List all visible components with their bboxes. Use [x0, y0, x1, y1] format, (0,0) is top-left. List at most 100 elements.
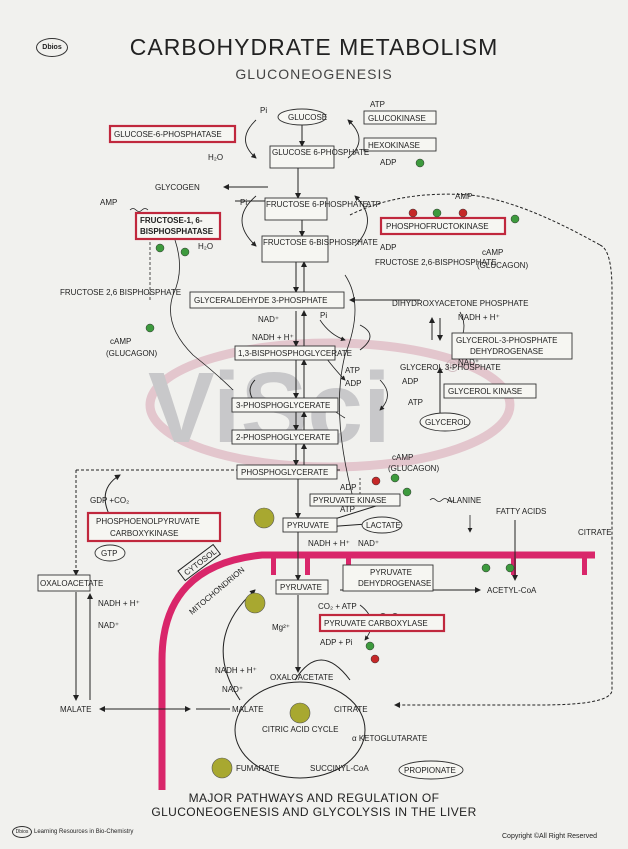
pyruvate-carboxylase-box	[318, 613, 446, 633]
h2o-mid: H₂O	[198, 242, 213, 251]
oxaloacetate-mito-label: OXALOACETATE	[270, 673, 333, 682]
phosphofructokinase-box	[379, 216, 507, 236]
g3pdh-label-2: DEHYDROGENASE	[470, 347, 543, 356]
pyruvate-kinase-label: PYRUVATE KINASE	[313, 496, 387, 505]
adp-pi: ADP + Pi	[320, 638, 353, 647]
nadh-mito: NADH + H⁺	[215, 666, 257, 675]
pepck-label-1: PHOSPHOENOLPYRUVATE	[96, 517, 200, 526]
camp-right: cAMP	[482, 248, 503, 257]
citrate-cyto-label: CITRATE	[578, 528, 612, 537]
glucokinase-node	[363, 110, 437, 125]
pdh-label-2: DEHYDROGENASE	[358, 579, 431, 588]
pyruvate-label: PYRUVATE	[287, 521, 329, 530]
atp-glycerol: ATP	[408, 398, 423, 407]
nadh-gap: NADH + H⁺	[252, 333, 294, 342]
2-phosphoglycerate-node	[231, 429, 339, 445]
bpg-label: 1,3-BISPHOSPHOGLYCERATE	[238, 349, 352, 358]
amp-left: AMP	[100, 198, 117, 207]
mg-ion: Mg²⁺	[272, 623, 290, 632]
pyruvate-carboxylase-label: PYRUVATE CARBOXYLASE	[324, 619, 428, 628]
adp-bpg: ADP	[345, 379, 361, 388]
co2-atp: CO₂ + ATP	[318, 602, 357, 611]
glyceraldehyde-3-phosphate-node	[189, 291, 345, 309]
fatty-acids-label: FATTY ACIDS	[496, 507, 546, 516]
atp-mid: ATP	[366, 200, 381, 209]
caption-line-1: MAJOR PATHWAYS AND REGULATION OF	[188, 791, 440, 805]
page-title: CARBOHYDRATE METABOLISM	[129, 34, 499, 60]
pdh-label-1: PYRUVATE	[370, 568, 412, 577]
nadh-pyruvate: NADH + H⁺	[308, 539, 350, 548]
fumarate-label: FUMARATE	[236, 764, 279, 773]
pfk-label: PHOSPHOFRUCTOKINASE	[386, 222, 489, 231]
glycerol-kinase-label: GLYCEROL KINASE	[448, 387, 522, 396]
amp-right: AMP	[455, 192, 472, 201]
phosphoglycerate-node	[236, 464, 338, 480]
adp-pk: ADP	[340, 483, 356, 492]
phosphoglycerate-label: PHOSPHOGLYCERATE	[241, 468, 328, 477]
f16bp-label: FRUCTOSE 6-BISPHOSPHATE	[263, 238, 378, 247]
3-phosphoglycerate-node	[231, 397, 339, 413]
pyruvate-kinase-node	[309, 493, 401, 507]
f26bp-right-label: FRUCTOSE 2,6-BISPHOSPHATE	[375, 258, 497, 267]
glucokinase-label: GLUCOKINASE	[368, 114, 426, 123]
adp-mid: ADP	[380, 243, 396, 252]
pyruvate-node	[282, 517, 338, 533]
lactate-node	[361, 516, 403, 534]
copyright-text: Copyright ©All Right Reserved	[502, 833, 598, 840]
adp-top: ADP	[380, 158, 396, 167]
glucose-6-phosphatase-box	[108, 124, 237, 144]
nad-g3p: NAD⁺	[458, 358, 479, 367]
g3pdh-label-1: GLYCEROL-3-PHOSPHATE	[456, 336, 558, 345]
glucose-6-phosphate-node	[269, 145, 335, 169]
f6p-label: FRUCTOSE 6-PHOSPHATE	[266, 200, 368, 209]
nad-gap: NAD⁺	[258, 315, 279, 324]
glycogen-label: GLYCOGEN	[155, 183, 200, 192]
g6pase-label: GLUCOSE-6-PHOSPHATASE	[114, 130, 222, 139]
gap-label: GLYCERALDEHYDE 3-PHOSPHATE	[194, 296, 328, 305]
malate-mito-label: MALATE	[232, 705, 263, 714]
g6p-label: GLUCOSE 6-PHOSPHATE	[272, 148, 369, 157]
pg2-label: 2-PHOSPHOGLYCERATE	[236, 433, 330, 442]
gtp-label: GTP	[101, 549, 117, 558]
hexokinase-label: HEXOKINASE	[368, 141, 420, 150]
nad-oaa: NAD⁺	[98, 621, 119, 630]
pg3-label: 3-PHOSPHOGLYCERATE	[236, 401, 330, 410]
acetyl-coa-label: ACETYL-CoA	[487, 586, 537, 595]
h2o-top: H₂O	[208, 153, 223, 162]
citric-acid-cycle-label: CITRIC ACID CYCLE	[262, 725, 338, 734]
glycerol-3-phosphate-dehydrogenase-node	[451, 332, 573, 360]
dbios-logo: Dbios	[36, 38, 68, 57]
glucagon-mid: (GLUCAGON)	[388, 464, 439, 473]
pyruvate-mito-label: PYRUVATE	[280, 583, 322, 592]
oxaloacetate-cyto-node	[37, 574, 91, 592]
camp-mid: cAMP	[392, 453, 413, 462]
nadh-oaa: NADH + H⁺	[98, 599, 140, 608]
nadh-g3p: NADH + H⁺	[458, 313, 500, 322]
caption-line-2: GLUCONEOGENESIS AND GLYCOLYSIS IN THE LI…	[151, 805, 477, 819]
citric-acid-cycle-ring	[234, 681, 366, 779]
glycerol-node	[419, 412, 471, 432]
camp-left: cAMP	[110, 337, 131, 346]
lactate-label: LACTATE	[366, 521, 401, 530]
registered-mark: ®	[446, 356, 459, 376]
fructose-bisphosphatase-box	[134, 211, 222, 241]
glucose-label: GLUCOSE	[288, 113, 327, 122]
glycerol-kinase-node	[443, 383, 537, 399]
inhibitor-dots	[370, 208, 468, 664]
g3p-label: GLYCEROL 3-PHOSPHATE	[400, 363, 501, 372]
membrane-channels	[271, 553, 587, 575]
propionate-node	[398, 760, 464, 780]
fbpase-label-1: FRUCTOSE-1, 6-	[140, 216, 203, 225]
pepck-box	[86, 511, 222, 543]
adp-glycerol: ADP	[402, 377, 418, 386]
fructose-bisphosphate-node	[261, 235, 329, 263]
footer-logo: Dbios	[12, 826, 32, 838]
atp-top: ATP	[370, 100, 385, 109]
pi-mid: Pi	[240, 198, 247, 207]
pi-gap: Pi	[320, 311, 327, 320]
pyruvate-mito-node	[275, 579, 329, 595]
glucagon-right: (GLUCAGON)	[477, 261, 528, 270]
transporters	[211, 507, 311, 779]
fructose-6-phosphate-node	[264, 197, 328, 221]
glycerol-label: GLYCEROL	[425, 418, 469, 427]
